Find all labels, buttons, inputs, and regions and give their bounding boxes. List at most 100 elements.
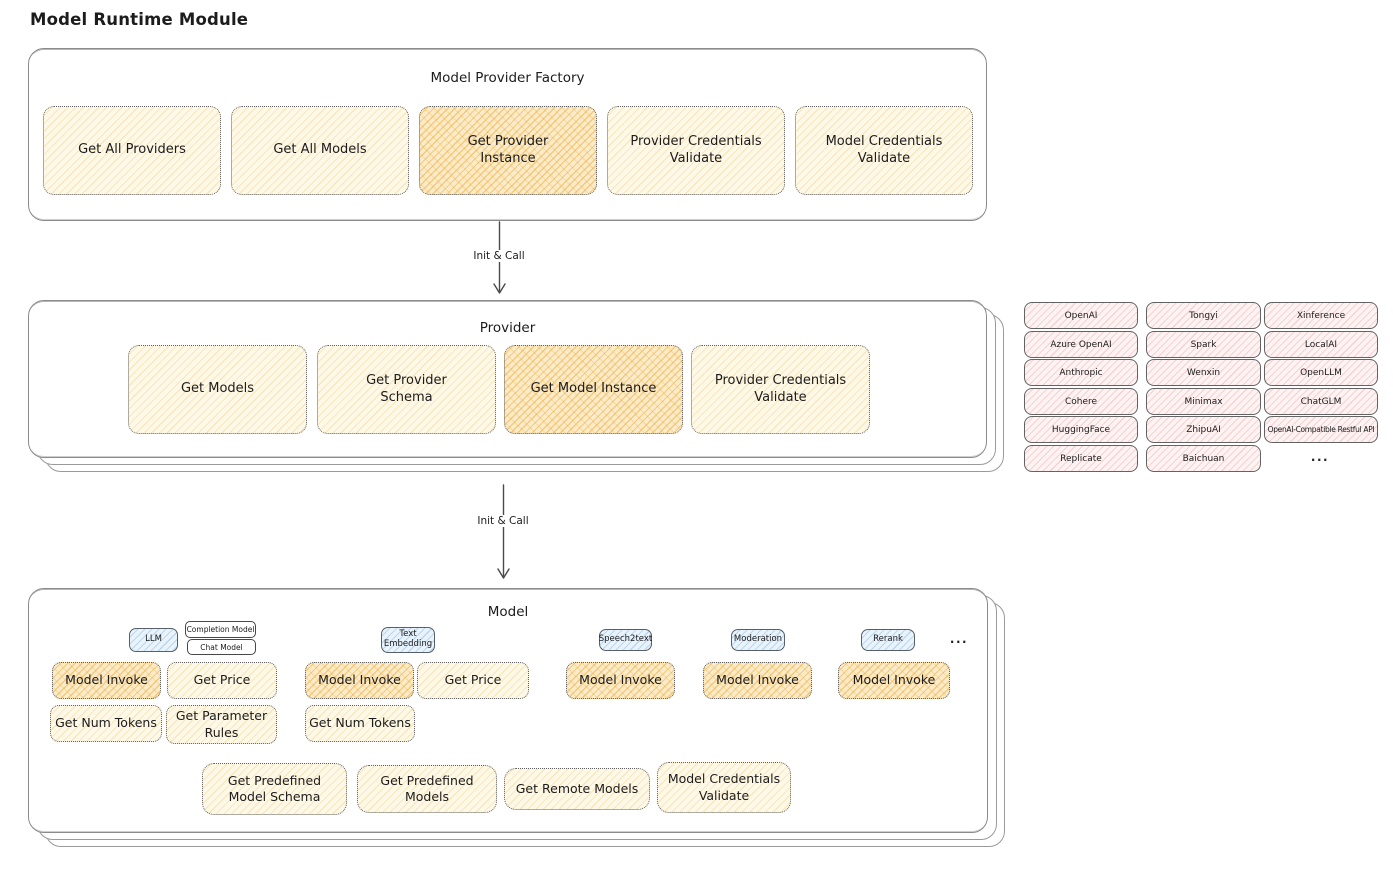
factory-method-0: Get All Providers (43, 106, 221, 195)
catalog-cell-1-1: Spark (1146, 331, 1261, 358)
catalog-cell-1-4-label: ZhipuAI (1186, 424, 1221, 435)
model-method-1-2-label: Get Num Tokens (309, 715, 411, 731)
model-method-1-2: Get Num Tokens (305, 705, 415, 742)
model-shared-method-2-label: Get Remote Models (515, 780, 639, 796)
provider-method-0-label: Get Models (180, 381, 255, 397)
catalog-cell-0-4: HuggingFace (1024, 416, 1138, 443)
catalog-cell-1-3-label: Minimax (1184, 396, 1223, 407)
model-type-tab-4-label: Rerank (873, 634, 903, 645)
factory-method-2: Get Provider Instance (419, 106, 597, 195)
catalog-cell-0-2-label: Anthropic (1059, 367, 1103, 378)
catalog-cell-2-4-label: OpenAI-Compatible Restful API (1267, 425, 1375, 434)
catalog-cell-2-0-label: Xinference (1296, 310, 1346, 321)
model-method-3-0-label: Model Invoke (716, 672, 799, 688)
factory-method-3-label: Provider Credentials Validate (630, 133, 762, 166)
catalog-cell-1-2-label: Wenxin (1186, 367, 1221, 378)
model-more-ellipsis: ... (949, 632, 969, 646)
model-type-tab-4: Rerank (861, 629, 915, 651)
factory-title: Model Provider Factory (430, 70, 585, 86)
catalog-cell-0-5-label: Replicate (1060, 453, 1102, 464)
model-type-tab-3-label: Moderation (733, 634, 783, 645)
down-arrow-provider-to-model (497, 484, 510, 579)
provider-method-1: Get Provider Schema (317, 345, 496, 434)
catalog-cell-1-5: Baichuan (1146, 445, 1261, 472)
model-subtab-0-1: Chat Model (187, 639, 256, 655)
catalog-cell-2-4: OpenAI-Compatible Restful API (1264, 416, 1378, 443)
catalog-cell-1-3: Minimax (1146, 388, 1261, 415)
factory-method-3: Provider Credentials Validate (607, 106, 785, 195)
model-shared-method-3: Model Credentials Validate (657, 762, 791, 813)
catalog-cell-0-3-label: Cohere (1064, 396, 1098, 407)
factory-method-2-label: Get Provider Instance (467, 133, 549, 166)
catalog-cell-1-5-label: Baichuan (1182, 453, 1225, 464)
model-method-2-0: Model Invoke (566, 662, 675, 699)
model-shared-method-1-label: Get Predefined Models (380, 772, 474, 804)
model-method-0-1: Get Price (167, 662, 277, 699)
catalog-cell-1-0: Tongyi (1146, 302, 1261, 329)
model-method-1-1-label: Get Price (444, 672, 502, 688)
catalog-cell-0-1-label: Azure OpenAI (1050, 339, 1112, 350)
catalog-cell-2-2-label: OpenLLM (1300, 367, 1342, 378)
catalog-cell-0-1: Azure OpenAI (1024, 331, 1138, 358)
catalog-cell-2-1-label: LocalAI (1304, 339, 1338, 350)
model-method-0-0: Model Invoke (52, 662, 161, 699)
catalog-cell-2-2: OpenLLM (1264, 359, 1378, 386)
factory-method-4-label: Model Credentials Validate (825, 133, 943, 166)
catalog-cell-1-4: ZhipuAI (1146, 416, 1261, 443)
catalog-cell-0-0: OpenAI (1024, 302, 1138, 329)
catalog-cell-2-0: Xinference (1264, 302, 1378, 329)
model-method-0-0-label: Model Invoke (65, 672, 148, 688)
model-shared-method-0-label: Get Predefined Model Schema (227, 772, 322, 804)
model-type-tab-2-label: Speech2text (598, 634, 653, 645)
catalog-cell-0-4-label: HuggingFace (1051, 424, 1111, 435)
catalog-more-ellipsis: ... (1310, 449, 1330, 464)
arrow-label-init-call-1: Init & Call (468, 250, 530, 262)
factory-method-4: Model Credentials Validate (795, 106, 973, 195)
model-method-0-2: Get Num Tokens (50, 705, 162, 742)
model-shared-method-1: Get Predefined Models (357, 765, 497, 813)
model-type-tab-0-label: LLM (145, 634, 162, 645)
catalog-cell-0-5: Replicate (1024, 445, 1138, 472)
model-subtab-0-0-label: Completion Model (186, 625, 255, 634)
factory-method-1: Get All Models (231, 106, 409, 195)
model-shared-method-0: Get Predefined Model Schema (202, 763, 347, 815)
catalog-cell-2-1: LocalAI (1264, 331, 1378, 358)
provider-method-1-label: Get Provider Schema (366, 372, 447, 405)
model-method-4-0: Model Invoke (838, 662, 950, 699)
provider-method-0: Get Models (128, 345, 307, 434)
provider-method-2: Get Model Instance (504, 345, 683, 434)
catalog-cell-1-0-label: Tongyi (1189, 310, 1218, 321)
model-method-1-0: Model Invoke (305, 662, 414, 699)
provider-title: Provider (479, 320, 536, 336)
catalog-cell-2-3: ChatGLM (1264, 388, 1378, 415)
provider-method-3: Provider Credentials Validate (691, 345, 870, 434)
factory-method-1-label: Get All Models (273, 142, 367, 158)
arrow-label-init-call-2: Init & Call (472, 515, 534, 527)
catalog-cell-2-3-label: ChatGLM (1300, 396, 1342, 407)
catalog-cell-1-2: Wenxin (1146, 359, 1261, 386)
page-title: Model Runtime Module (30, 10, 249, 29)
provider-method-3-label: Provider Credentials Validate (714, 372, 847, 405)
model-type-tab-1-label: Text Embedding (383, 629, 433, 649)
model-subtab-0-0: Completion Model (185, 621, 256, 638)
model-shared-method-2: Get Remote Models (504, 768, 650, 810)
model-method-2-0-label: Model Invoke (579, 672, 662, 688)
catalog-cell-1-1-label: Spark (1190, 339, 1217, 350)
model-subtab-0-1-label: Chat Model (200, 642, 243, 652)
model-title: Model (487, 604, 529, 620)
model-method-0-2-label: Get Num Tokens (55, 715, 157, 731)
model-method-0-3-label: Get Parameter Rules (175, 708, 268, 740)
model-type-tab-0: LLM (129, 628, 178, 652)
model-method-0-1-label: Get Price (193, 672, 251, 688)
catalog-cell-0-0-label: OpenAI (1064, 310, 1098, 321)
model-method-4-0-label: Model Invoke (852, 672, 936, 688)
catalog-cell-0-3: Cohere (1024, 388, 1138, 415)
model-method-0-3: Get Parameter Rules (166, 705, 277, 744)
model-type-tab-1: Text Embedding (381, 627, 435, 653)
catalog-cell-0-2: Anthropic (1024, 359, 1138, 386)
factory-method-0-label: Get All Providers (78, 142, 186, 158)
provider-method-2-label: Get Model Instance (530, 381, 657, 397)
model-shared-method-3-label: Model Credentials Validate (667, 771, 781, 803)
model-type-tab-2: Speech2text (599, 629, 652, 651)
